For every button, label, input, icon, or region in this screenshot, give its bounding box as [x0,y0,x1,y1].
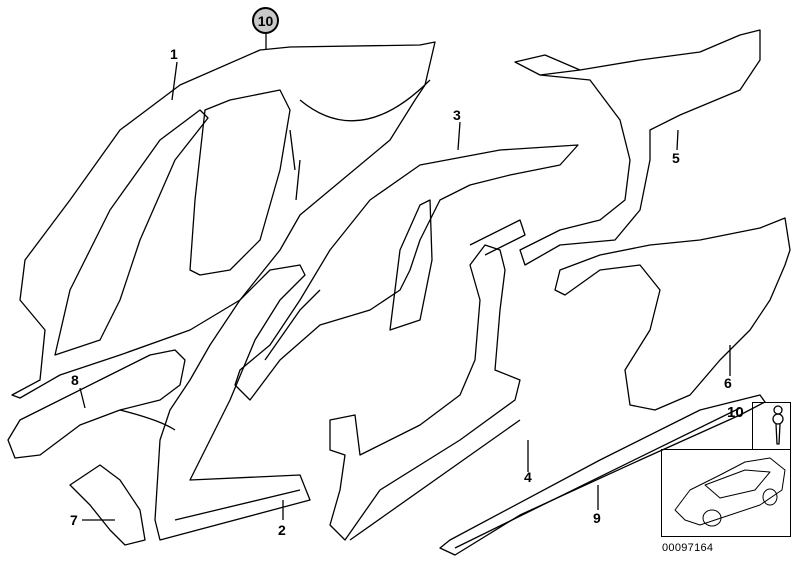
part-4-b-pillar-sill [329,219,526,541]
inset-clip-box [752,402,791,450]
part-3-inner-frame [234,144,579,401]
callout-8[interactable]: 8 [71,372,79,388]
part-5-rear-quarter [514,29,761,266]
part-1-side-frame [11,41,436,399]
callout-7[interactable]: 7 [70,512,78,528]
callout-1[interactable]: 1 [170,46,178,62]
callout-10-circled[interactable]: 10 [252,7,279,34]
part-8-bracket [7,349,186,459]
part-7-plate [69,464,146,546]
callout-4[interactable]: 4 [524,469,532,485]
inset-callout-10[interactable]: 10 [727,404,744,421]
inset-car-box [661,449,791,537]
callout-5[interactable]: 5 [672,150,680,166]
leader-8 [79,387,86,409]
diagram-code: 00097164 [662,542,714,554]
callout-6[interactable]: 6 [724,375,732,391]
leader-1 [171,61,178,101]
car-location-icon [674,457,786,527]
part-2-a-pillar [154,264,311,541]
callout-9[interactable]: 9 [593,510,601,526]
callout-2[interactable]: 2 [278,522,286,538]
callout-3[interactable]: 3 [453,107,461,123]
leader-3 [457,121,461,151]
leader-5 [676,129,679,151]
part-6-rear-panel [554,217,791,411]
clip-icon [772,405,784,445]
